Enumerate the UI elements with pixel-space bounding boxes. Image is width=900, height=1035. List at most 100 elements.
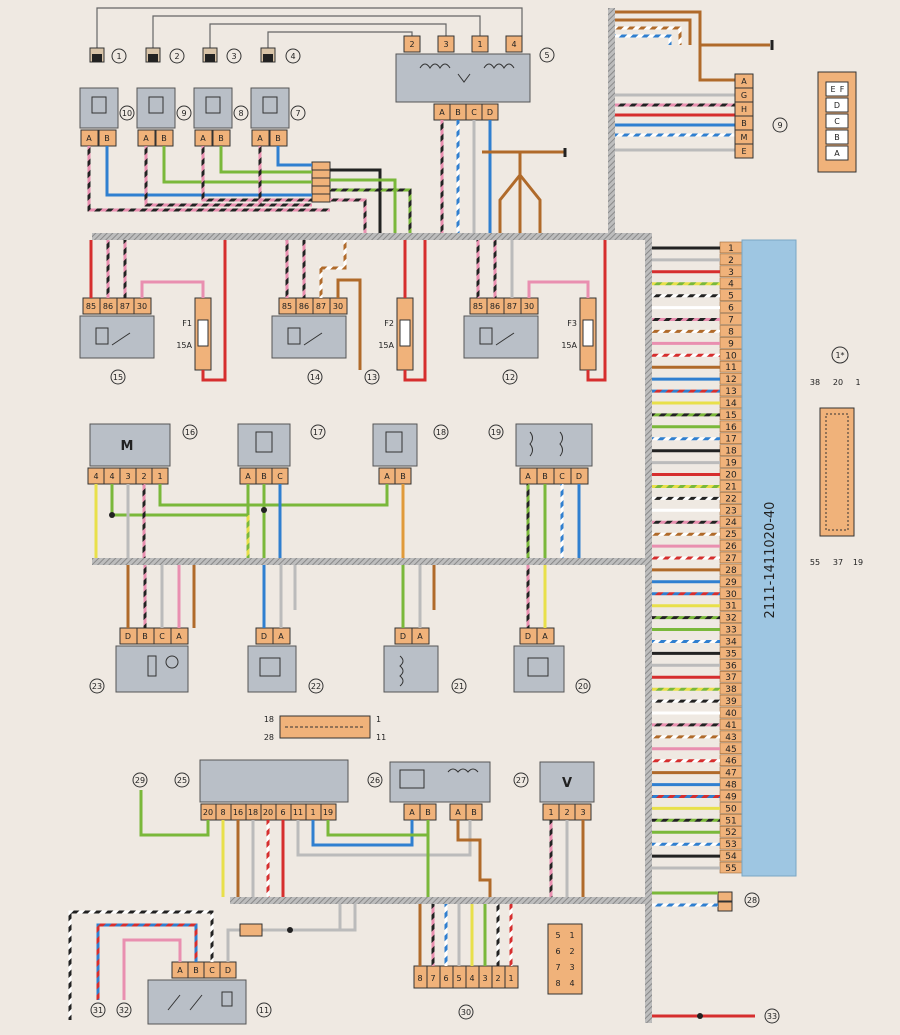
ref-5: 5 (544, 51, 549, 60)
svg-text:D: D (834, 101, 840, 110)
ecu-pin-label: 43 (725, 733, 736, 743)
svg-text:F: F (840, 85, 845, 94)
connector-9-wires (615, 10, 770, 152)
sensor-20: D A 20 (513, 627, 591, 694)
svg-text:8: 8 (555, 979, 560, 988)
ref-20: 20 (578, 682, 588, 691)
fuse-F2: F2 15A (378, 297, 414, 371)
ecu-pin-label: 33 (725, 626, 736, 636)
svg-text:A: A (245, 472, 251, 481)
lower-wires (126, 565, 547, 628)
ref-23: 23 (92, 682, 102, 691)
svg-text:B: B (193, 966, 199, 975)
ecu-pin-label: 27 (725, 554, 736, 564)
ecu-pin-label: 23 (725, 506, 736, 516)
ecu-pin-label: 28 (725, 566, 737, 576)
svg-text:4: 4 (93, 472, 98, 481)
ref-30: 30 (461, 1008, 471, 1017)
ecu-pin-label: 29 (725, 578, 737, 588)
svg-text:86: 86 (299, 302, 309, 311)
idle-motor-16: M 4 4 3 2 1 16 (87, 423, 198, 485)
svg-text:6: 6 (280, 808, 285, 817)
svg-text:F3: F3 (567, 319, 577, 328)
svg-text:A: A (525, 472, 531, 481)
ref-33: 33 (767, 1012, 777, 1021)
svg-text:B: B (542, 472, 548, 481)
relay-14: 85 86 87 30 14 13 (271, 297, 380, 385)
motor-label: M (121, 439, 134, 454)
svg-text:55: 55 (810, 558, 820, 567)
ecu-pin-label: 19 (725, 459, 737, 469)
ecu-pin-label: 25 (725, 530, 736, 540)
connector-9-face: E F D C B A (817, 71, 857, 173)
ref-4: 4 (290, 52, 295, 61)
ecu-pin-label: 51 (725, 816, 736, 826)
relay-15: 85 86 87 30 15 (79, 297, 155, 385)
svg-text:D: D (525, 632, 531, 641)
svg-text:4: 4 (469, 974, 474, 983)
svg-text:F2: F2 (384, 319, 394, 328)
svg-text:2: 2 (569, 947, 574, 956)
splice-dot (697, 1013, 703, 1019)
ref-17: 17 (313, 428, 323, 437)
svg-text:86: 86 (490, 302, 500, 311)
svg-text:7: 7 (555, 963, 560, 972)
svg-text:A: A (455, 808, 461, 817)
terminal-arrows: 31 32 33 28 (90, 892, 780, 1024)
ecu-pin-label: 40 (725, 709, 737, 719)
ref-29: 29 (135, 776, 145, 785)
ecu-pin-label: 22 (725, 494, 736, 504)
svg-text:A: A (417, 632, 423, 641)
ecu-pin-label: 1 (728, 244, 734, 254)
svg-text:37: 37 (833, 558, 843, 567)
svg-text:20: 20 (203, 808, 213, 817)
coil-pin: 1 (477, 40, 482, 49)
sensor-3: 3 (202, 47, 242, 64)
ref-9: 9 (181, 109, 186, 118)
sensor-23: D B C A 23 (89, 627, 189, 694)
sensor-1: 1 (89, 47, 127, 64)
ecu-pin-label: 5 (728, 292, 734, 302)
ecu-pin-label: 11 (725, 363, 736, 373)
svg-text:E: E (741, 147, 746, 156)
svg-text:1: 1 (548, 808, 553, 817)
sensor-4: 4 (260, 47, 301, 64)
ecu-wires (652, 246, 720, 870)
svg-text:G: G (741, 91, 747, 100)
diag-connector: 18 1 28 11 (264, 715, 386, 742)
svg-text:C: C (559, 472, 565, 481)
ecu-pin-label: 13 (725, 387, 736, 397)
svg-text:D: D (400, 632, 406, 641)
coil-pin: 2 (409, 40, 414, 49)
ecu-pin-label: 14 (725, 399, 737, 409)
svg-text:A: A (176, 632, 182, 641)
ref-26: 26 (370, 776, 380, 785)
coil-out-pin: C (471, 108, 477, 117)
svg-text:F1: F1 (182, 319, 192, 328)
sensor-22: D A 22 (247, 627, 324, 694)
connector-9: A G H B M E 9 (734, 73, 788, 159)
svg-text:7: 7 (430, 974, 435, 983)
svg-text:8: 8 (220, 808, 225, 817)
svg-text:A: A (200, 134, 206, 143)
coolant-sensor-18: A B 18 (372, 423, 449, 485)
throttle-sensor-17: A B C 17 (237, 423, 326, 485)
ecu-pin-label: 4 (728, 280, 734, 290)
ecu-pin-label: 9 (728, 339, 734, 349)
splice-block (311, 161, 331, 203)
svg-text:D: D (261, 632, 267, 641)
connector-30: 8 7 6 5 4 3 2 1 30 (413, 965, 519, 1020)
svg-text:15A: 15A (378, 341, 394, 350)
svg-text:B: B (218, 134, 224, 143)
ecu-pin-label: 17 (725, 435, 736, 445)
ref-1: 1 (116, 52, 121, 61)
sensor-2: 2 (145, 47, 185, 64)
ecu-pin-label: 18 (725, 447, 737, 457)
ref-8: 8 (238, 109, 243, 118)
ecu-pin-label: 10 (725, 351, 737, 361)
svg-text:11: 11 (376, 733, 386, 742)
svg-text:38: 38 (810, 378, 820, 387)
ecu-pin-column: 1234567891011121314151617181920212223242… (719, 241, 743, 874)
svg-text:1: 1 (508, 974, 513, 983)
svg-text:30: 30 (524, 302, 534, 311)
